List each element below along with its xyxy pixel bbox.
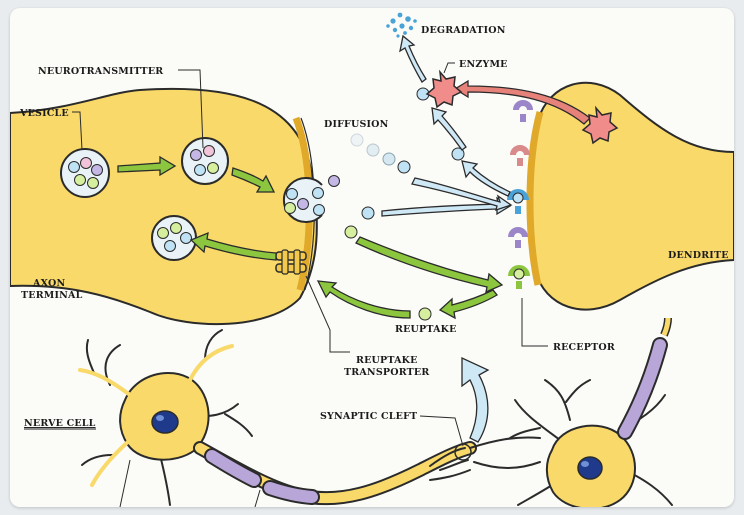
receptor-blue bbox=[510, 192, 526, 214]
label-vesicle: VESICLE bbox=[19, 108, 69, 119]
label-reuptake-transporter-line2: TRANSPORTER bbox=[344, 367, 429, 378]
label-neurotransmitter: NEUROTRANSMITTER bbox=[38, 66, 163, 77]
label-axon-line2: TERMINAL bbox=[21, 290, 83, 301]
zoom-arrow bbox=[462, 358, 488, 442]
synapse-diagram: DEGRADATION ENZYME NEUROTRANSMITTER VESI… bbox=[10, 8, 734, 507]
receptor-pink-1 bbox=[513, 148, 527, 166]
label-reuptake-transporter-line1: REUPTAKE bbox=[356, 355, 418, 366]
label-axon-line1: AXON bbox=[32, 278, 65, 289]
vesicle-2 bbox=[182, 138, 228, 184]
vesicle-recycled bbox=[152, 216, 196, 260]
label-dendrite: DENDRITE bbox=[668, 250, 729, 261]
diagram-frame: DEGRADATION ENZYME NEUROTRANSMITTER VESI… bbox=[10, 8, 734, 507]
receptor-purple-1 bbox=[516, 103, 530, 122]
receptor-purple-2 bbox=[511, 230, 525, 248]
nucleus-right bbox=[578, 457, 602, 479]
label-receptor: RECEPTOR bbox=[553, 342, 615, 353]
label-diffusion: DIFFUSION bbox=[324, 119, 389, 130]
label-reuptake: REUPTAKE bbox=[395, 324, 457, 335]
label-degradation: DEGRADATION bbox=[421, 25, 506, 36]
label-synaptic-cleft: SYNAPTIC CLEFT bbox=[320, 411, 417, 422]
label-nerve-cell: NERVE CELL bbox=[24, 418, 96, 429]
degradation-particles bbox=[386, 13, 417, 38]
nucleus-left bbox=[152, 411, 178, 433]
dendrite bbox=[528, 83, 734, 310]
enzyme-shape-1 bbox=[427, 72, 461, 107]
vesicle-1 bbox=[61, 149, 109, 197]
receptor-green bbox=[511, 268, 527, 289]
vesicle-fusing bbox=[284, 176, 340, 223]
label-enzyme: ENZYME bbox=[459, 59, 508, 70]
